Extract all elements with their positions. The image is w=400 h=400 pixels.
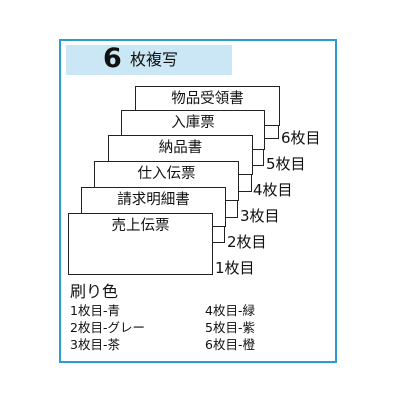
sheet-3-label: 仕入伝票 (137, 166, 196, 182)
legend-item-2: 2枚目-グレー (70, 320, 145, 335)
legend-item-5: 5枚目-紫 (205, 320, 255, 335)
header-band: 6 枚複写 (66, 43, 232, 75)
sheet-2-label: 請求明細書 (117, 192, 190, 208)
sheet-6-label: 物品受領書 (171, 91, 244, 107)
sheet-3-count: 3枚目 (240, 207, 280, 225)
sheet-1: 売上伝票 (68, 213, 213, 275)
sheet-5-label: 入庫票 (171, 115, 215, 131)
sheet-2-count: 2枚目 (227, 233, 267, 251)
sheet-5-count: 5枚目 (266, 155, 306, 173)
print-color-title: 刷り色 (70, 282, 119, 301)
sheet-1-count: 1枚目 (215, 259, 255, 277)
header-title: 枚複写 (130, 50, 179, 69)
legend-item-3: 3枚目-茶 (70, 337, 120, 352)
legend-item-1: 1枚目-青 (70, 303, 120, 318)
sheet-4-label: 納品書 (158, 140, 203, 156)
legend-item-4: 4枚目-緑 (205, 303, 255, 318)
sheet-1-label: 売上伝票 (111, 218, 170, 234)
sheet-4-count: 4枚目 (253, 181, 293, 199)
sheet-6-count: 6枚目 (281, 129, 321, 147)
legend-item-6: 6枚目-橙 (205, 337, 255, 352)
copy-count: 6 (103, 43, 122, 74)
